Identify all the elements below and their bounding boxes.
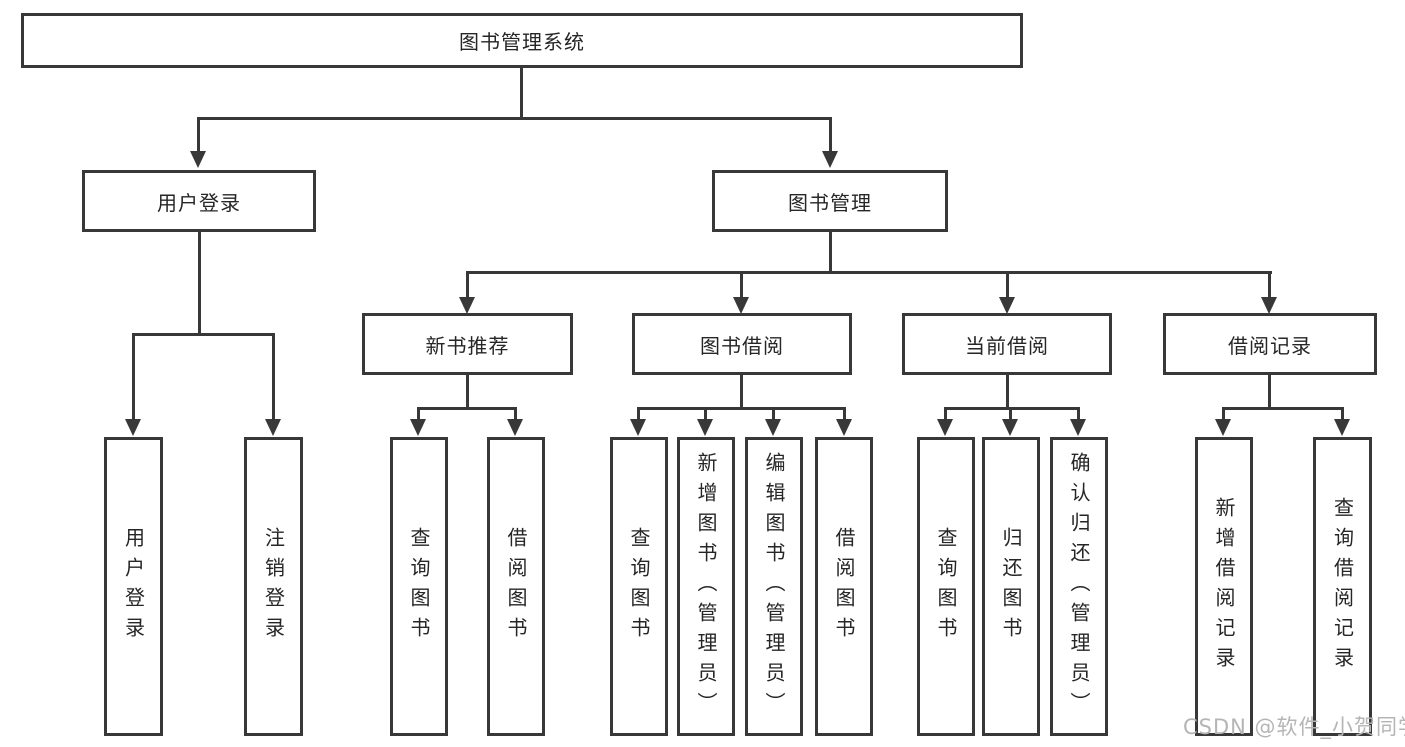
- leaf-newbook-borrow-books-label: 借阅图书: [504, 526, 528, 647]
- arrowhead-down-icon: [459, 297, 475, 314]
- arrowhead-down-icon: [937, 419, 953, 436]
- leaf-records-query-record: 查询借阅记录: [1313, 437, 1372, 736]
- arrowhead-down-icon: [697, 419, 713, 436]
- leaf-borrow-edit-books-admin-label: 编辑图书（管理员）: [762, 451, 786, 722]
- node-book-borrow: 图书借阅: [632, 313, 852, 375]
- leaf-current-return-books-label: 归还图书: [999, 526, 1023, 647]
- leaf-borrow-query-books-label: 查询图书: [627, 526, 651, 647]
- arrowhead-down-icon: [1261, 297, 1277, 314]
- arrowhead-down-icon: [999, 297, 1015, 314]
- leaf-current-confirm-return-admin-label: 确认归还（管理员）: [1067, 451, 1091, 722]
- leaf-records-add-record: 新增借阅记录: [1195, 437, 1253, 736]
- connector-line: [704, 407, 707, 421]
- connector-line: [417, 407, 420, 421]
- node-user-login-label: 用户登录: [157, 190, 241, 215]
- arrowhead-down-icon: [190, 151, 206, 168]
- node-root: 图书管理系统: [21, 13, 1023, 68]
- connector-line: [198, 232, 201, 335]
- connector-line: [1006, 271, 1009, 299]
- arrowhead-down-icon: [1215, 419, 1231, 436]
- arrowhead-down-icon: [410, 419, 426, 436]
- leaf-user-login-label: 用户登录: [121, 526, 146, 647]
- connector-line: [1006, 373, 1009, 409]
- leaf-borrow-borrow-books-label: 借阅图书: [832, 526, 856, 647]
- connector-line: [417, 407, 517, 410]
- connector-line: [272, 333, 275, 420]
- connector-line: [843, 407, 846, 421]
- connector-line: [944, 407, 1080, 410]
- leaf-borrow-edit-books-admin: 编辑图书（管理员）: [745, 437, 803, 736]
- arrowhead-down-icon: [630, 419, 646, 436]
- leaf-newbook-query-books-label: 查询图书: [407, 526, 431, 647]
- leaf-borrow-borrow-books: 借阅图书: [815, 437, 873, 736]
- node-new-book-recommend: 新书推荐: [362, 313, 573, 375]
- connector-line: [637, 407, 845, 410]
- connector-line: [466, 271, 469, 299]
- leaf-current-query-books: 查询图书: [917, 437, 975, 736]
- arrowhead-down-icon: [265, 419, 281, 436]
- arrowhead-down-icon: [1002, 419, 1018, 436]
- leaf-user-login: 用户登录: [104, 437, 163, 736]
- leaf-logout-login: 注销登录: [244, 437, 303, 736]
- connector-line: [466, 373, 469, 409]
- node-current-borrow-label: 当前借阅: [965, 333, 1049, 358]
- connector-line: [1341, 407, 1344, 421]
- node-new-book-recommend-label: 新书推荐: [425, 333, 510, 358]
- watermark: CSDN @软件_小贺同学: [1183, 715, 1405, 739]
- connector-line: [197, 117, 832, 120]
- leaf-records-add-record-label: 新增借阅记录: [1212, 496, 1236, 677]
- arrowhead-down-icon: [836, 419, 852, 436]
- arrowhead-down-icon: [507, 419, 523, 436]
- connector-line: [197, 117, 200, 153]
- connector-line: [514, 407, 517, 421]
- connector-line: [740, 271, 743, 299]
- leaf-borrow-query-books: 查询图书: [610, 437, 668, 736]
- leaf-borrow-add-books-admin-label: 新增图书（管理员）: [694, 451, 718, 722]
- node-borrow-records-label: 借阅记录: [1228, 333, 1312, 358]
- leaf-records-query-record-label: 查询借阅记录: [1330, 496, 1355, 677]
- connector-line: [637, 407, 640, 421]
- connector-line: [829, 117, 832, 153]
- connector-line: [944, 407, 947, 421]
- arrowhead-down-icon: [1334, 419, 1350, 436]
- connector-line: [1077, 407, 1080, 421]
- node-book-borrow-label: 图书借阅: [700, 333, 784, 358]
- node-borrow-records: 借阅记录: [1163, 313, 1377, 375]
- node-current-borrow: 当前借阅: [902, 313, 1112, 375]
- leaf-current-return-books: 归还图书: [982, 437, 1040, 736]
- arrowhead-down-icon: [765, 419, 781, 436]
- node-book-management-label: 图书管理: [788, 190, 872, 215]
- leaf-newbook-query-books: 查询图书: [390, 437, 448, 736]
- connector-line: [740, 373, 743, 409]
- arrowhead-down-icon: [125, 419, 141, 436]
- connector-line: [132, 333, 275, 336]
- connector-line: [132, 333, 135, 420]
- arrowhead-down-icon: [822, 151, 838, 168]
- connector-line: [1268, 271, 1271, 299]
- connector-line: [829, 232, 832, 274]
- connector-line: [520, 66, 523, 119]
- node-user-login: 用户登录: [82, 170, 316, 232]
- leaf-borrow-add-books-admin: 新增图书（管理员）: [677, 437, 735, 736]
- connector-line: [772, 407, 775, 421]
- node-root-label: 图书管理系统: [459, 30, 585, 54]
- leaf-current-confirm-return-admin: 确认归还（管理员）: [1050, 437, 1108, 736]
- connector-line: [1222, 407, 1225, 421]
- connector-line: [1222, 407, 1344, 410]
- leaf-logout-login-label: 注销登录: [261, 526, 286, 647]
- arrowhead-down-icon: [1070, 419, 1086, 436]
- connector-line: [1009, 407, 1012, 421]
- node-book-management: 图书管理: [712, 170, 948, 232]
- connector-line: [466, 271, 1272, 274]
- arrowhead-down-icon: [733, 297, 749, 314]
- connector-line: [1268, 373, 1271, 409]
- leaf-current-query-books-label: 查询图书: [934, 526, 958, 647]
- leaf-newbook-borrow-books: 借阅图书: [487, 437, 545, 736]
